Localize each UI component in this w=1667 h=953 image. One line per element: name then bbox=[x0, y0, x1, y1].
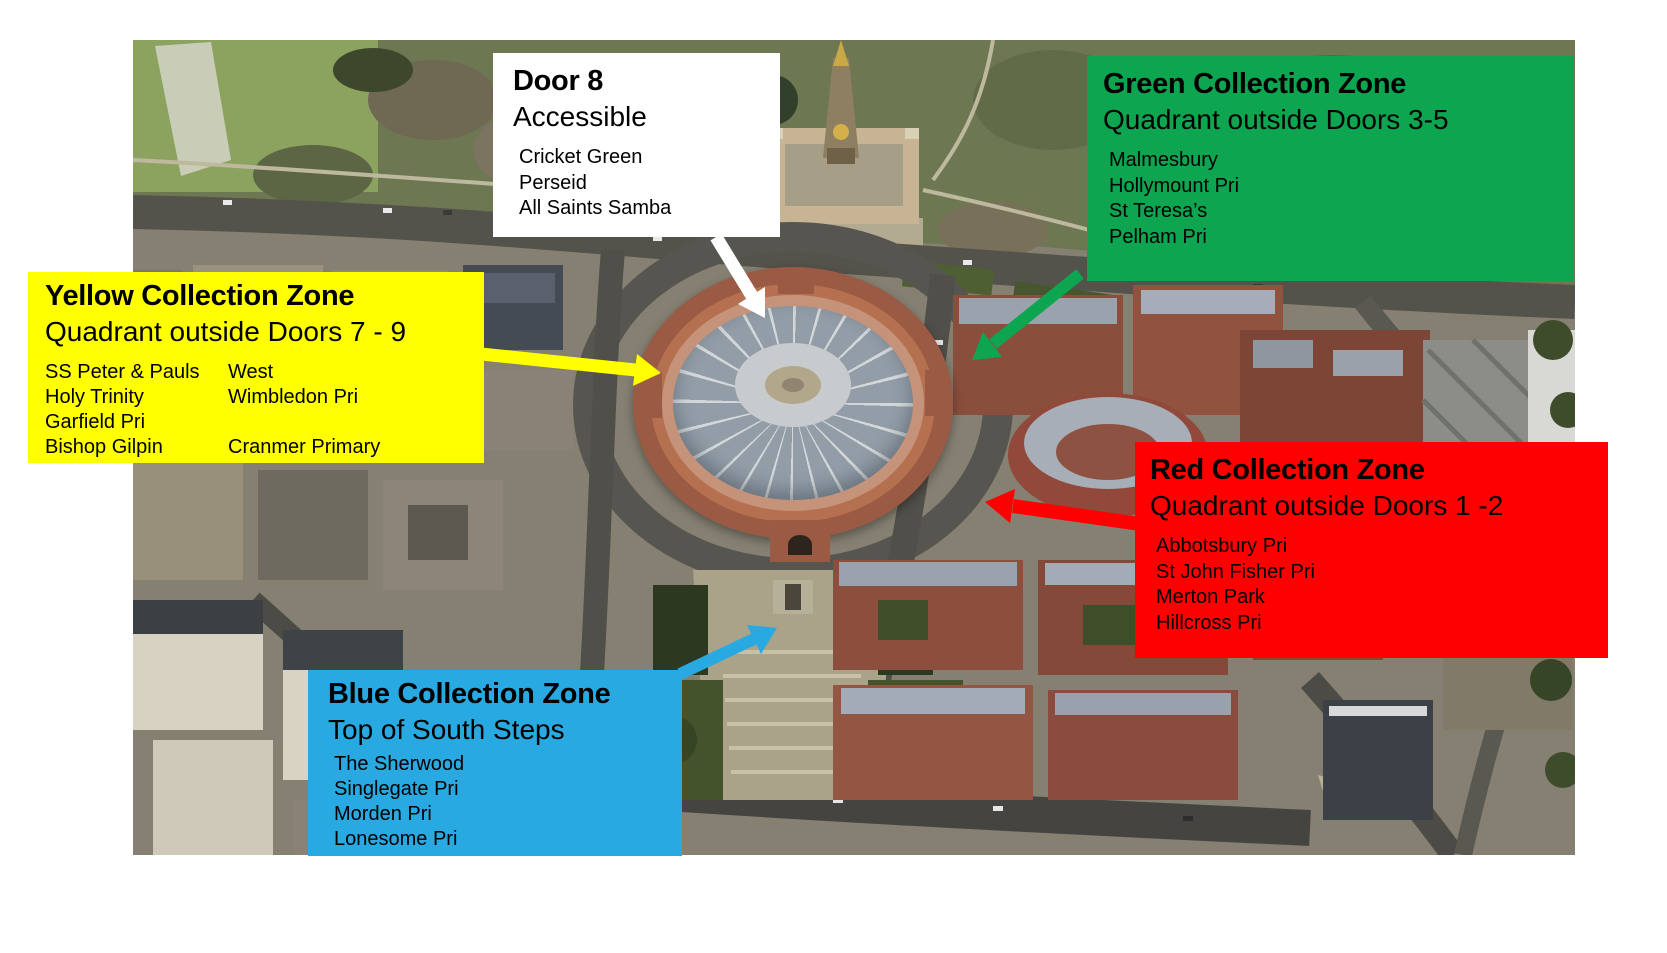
school-item: All Saints Samba bbox=[519, 197, 672, 219]
school-item: Hillcross Pri bbox=[1156, 611, 1262, 634]
blue-zone-school-list: The Sherwood Singlegate Pri Morden Pri L… bbox=[328, 752, 668, 852]
school-column-2: West Wimbledon Pri Cranmer Primary bbox=[228, 360, 380, 460]
school-item: Wimbledon Pri bbox=[228, 386, 359, 408]
south-porch-arch bbox=[788, 535, 812, 555]
school-item: Hollymount Pri bbox=[1109, 174, 1240, 197]
school-item: Lonesome Pri bbox=[334, 828, 458, 850]
school-item: Singlegate Pri bbox=[334, 778, 459, 800]
red-zone-callout: Red Collection Zone Quadrant outside Doo… bbox=[1135, 442, 1608, 658]
east-porch bbox=[925, 370, 947, 416]
school-item: St Teresa’s bbox=[1109, 200, 1208, 222]
school-column-1: SS Peter & Pauls Holy Trinity Garfield P… bbox=[45, 360, 228, 460]
door8-title: Door 8 bbox=[513, 65, 604, 97]
school-item: The Sherwood bbox=[334, 753, 465, 775]
green-zone-title: Green Collection Zone bbox=[1103, 68, 1407, 100]
school-item: Bishop Gilpin bbox=[45, 436, 163, 458]
school-item: Merton Park bbox=[1156, 586, 1265, 608]
north-porch bbox=[778, 276, 814, 294]
yellow-zone-title: Yellow Collection Zone bbox=[45, 280, 355, 312]
red-zone-title: Red Collection Zone bbox=[1150, 454, 1425, 486]
school-item: Garfield Pri bbox=[45, 411, 146, 433]
dome-oculus-center bbox=[782, 378, 804, 392]
school-item: Holy Trinity bbox=[45, 386, 144, 408]
blue-zone-callout: Blue Collection Zone Top of South Steps … bbox=[308, 670, 682, 856]
school-item: Morden Pri bbox=[334, 803, 432, 825]
yellow-zone-school-list: SS Peter & Pauls Holy Trinity Garfield P… bbox=[45, 360, 470, 460]
school-item: SS Peter & Pauls bbox=[45, 361, 200, 383]
school-item: Abbotsbury Pri bbox=[1156, 535, 1288, 557]
buildings-east bbox=[953, 285, 1575, 517]
school-item: Pelham Pri bbox=[1109, 225, 1207, 248]
school-item: Perseid bbox=[519, 171, 587, 194]
school-item: Cricket Green bbox=[519, 146, 643, 168]
yellow-zone-subtitle: Quadrant outside Doors 7 - 9 bbox=[45, 316, 407, 347]
west-porch bbox=[640, 372, 662, 418]
school-item bbox=[228, 410, 380, 435]
door8-school-list: Cricket Green Perseid All Saints Samba bbox=[513, 145, 766, 222]
red-zone-subtitle: Quadrant outside Doors 1 -2 bbox=[1150, 490, 1504, 521]
green-zone-callout: Green Collection Zone Quadrant outside D… bbox=[1087, 56, 1574, 281]
door8-callout: Door 8 Accessible Cricket Green Perseid … bbox=[493, 53, 780, 237]
green-zone-school-list: Malmesbury Hollymount Pri St Teresa’s Pe… bbox=[1103, 148, 1560, 250]
door8-subtitle: Accessible bbox=[513, 101, 647, 132]
school-item: West bbox=[228, 361, 274, 383]
red-zone-school-list: Abbotsbury Pri St John Fisher Pri Merton… bbox=[1150, 534, 1594, 636]
school-item: Cranmer Primary bbox=[228, 436, 381, 458]
school-item: St John Fisher Pri bbox=[1156, 560, 1315, 583]
blue-zone-title: Blue Collection Zone bbox=[328, 678, 611, 710]
yellow-zone-callout: Yellow Collection Zone Quadrant outside … bbox=[28, 272, 484, 463]
school-item: Malmesbury bbox=[1109, 149, 1218, 171]
blue-zone-subtitle: Top of South Steps bbox=[328, 714, 565, 745]
green-zone-subtitle: Quadrant outside Doors 3-5 bbox=[1103, 104, 1449, 135]
